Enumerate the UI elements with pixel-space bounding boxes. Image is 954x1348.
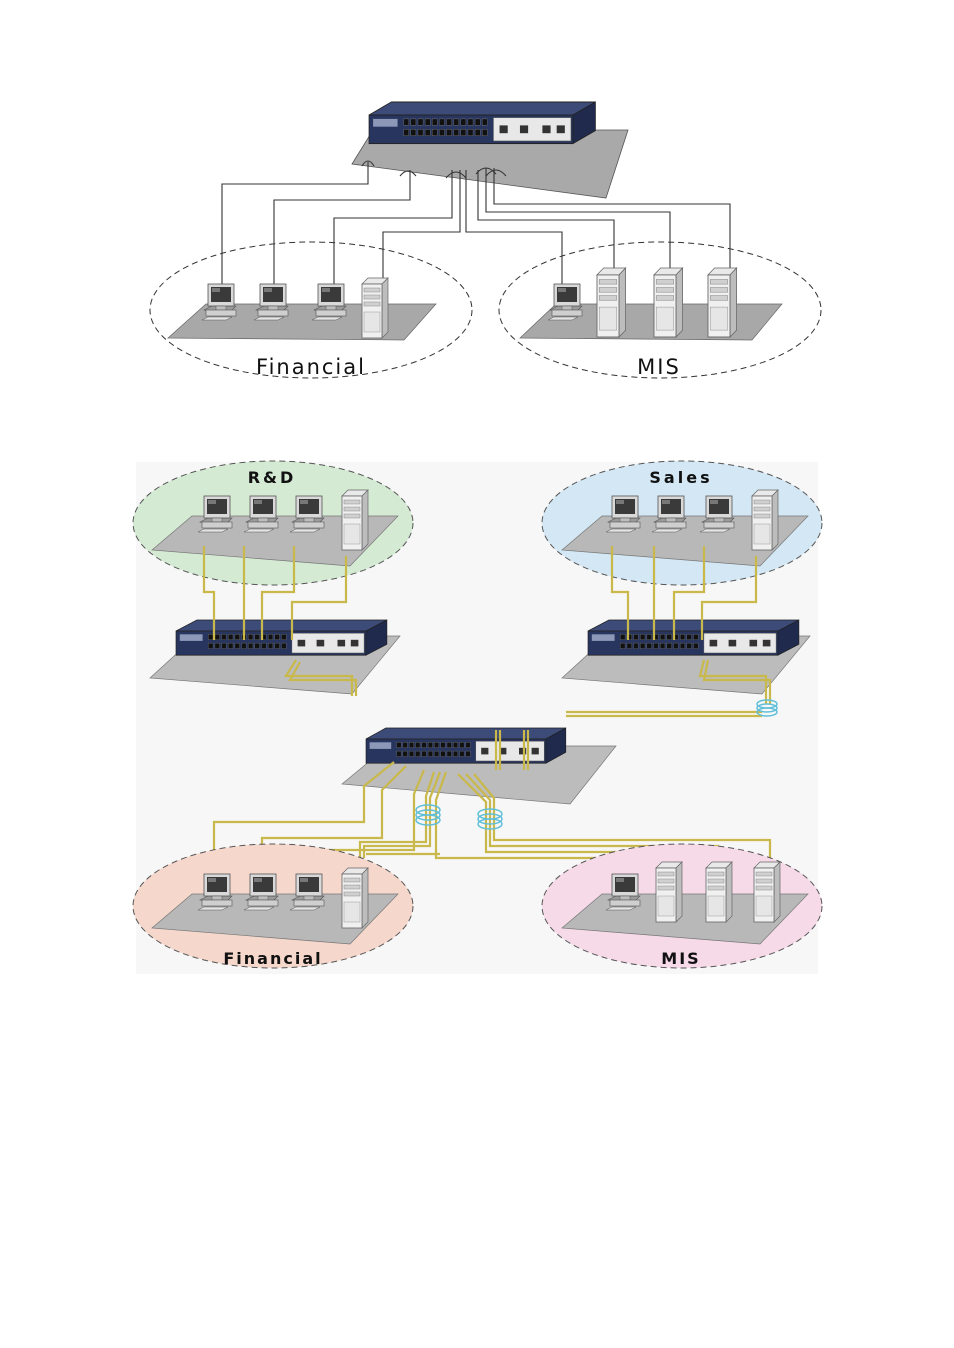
core-switch xyxy=(366,728,566,763)
pc xyxy=(312,284,346,320)
group-label-financial: Financial xyxy=(256,355,366,379)
pc xyxy=(202,284,236,320)
server xyxy=(342,490,368,550)
group-label-rnd: R&D xyxy=(248,468,297,487)
group-label-sales: Sales xyxy=(649,468,712,487)
server xyxy=(362,278,388,338)
group-label-financial: Financial xyxy=(223,949,322,968)
server xyxy=(706,862,732,922)
server xyxy=(342,868,368,928)
sales-switch xyxy=(588,620,799,655)
server xyxy=(597,268,626,337)
group-label-mis: MIS xyxy=(661,949,700,968)
pc xyxy=(548,284,582,320)
diagram-2: R&D Sales xyxy=(133,461,822,974)
pc xyxy=(254,284,288,320)
core-switch xyxy=(369,102,595,144)
server xyxy=(656,862,682,922)
diagram-1: Financial MIS xyxy=(150,102,821,379)
server xyxy=(708,268,737,337)
server xyxy=(754,862,780,922)
server xyxy=(752,490,778,550)
server xyxy=(654,268,683,337)
rnd-switch xyxy=(176,620,387,655)
group-label-mis: MIS xyxy=(637,355,681,379)
